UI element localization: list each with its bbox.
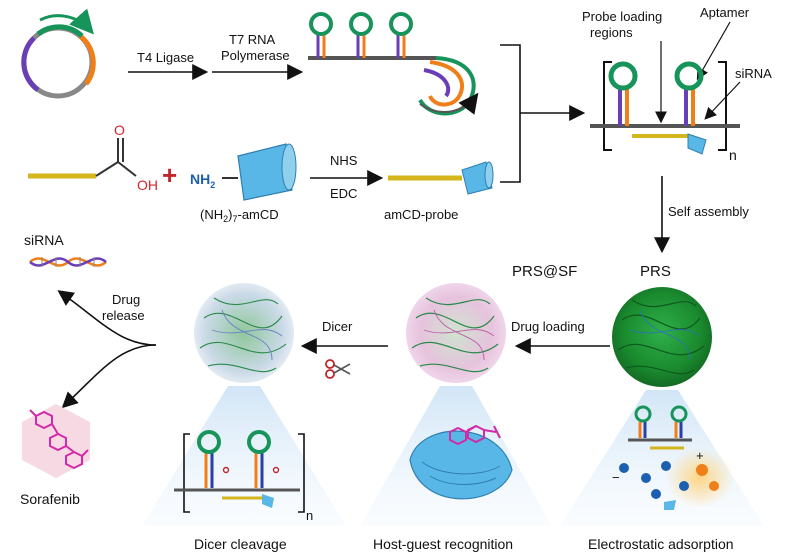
t7-label-line2: Polymerase [221, 48, 290, 63]
cyclodextrin-icon [237, 143, 293, 201]
svg-text:−: − [612, 470, 620, 485]
self-assembly-label: Self assembly [668, 204, 749, 219]
caption-electrostatic: Electrostatic adsorption [588, 536, 734, 552]
nh2-label: NH2 [190, 171, 215, 190]
prs-sf-label: PRS@SF [512, 263, 577, 280]
carbonyl-o-label: O [114, 122, 125, 138]
aptamer-label: Aptamer [700, 5, 750, 20]
release-arrow-sorafenib [61, 344, 157, 409]
sorafenib-label: Sorafenib [20, 491, 80, 507]
t7-label-line1: T7 RNA [229, 32, 276, 47]
aptamer-pointer [696, 21, 731, 81]
inset-n: n [306, 508, 313, 523]
released-particle [194, 283, 294, 383]
prs-particle [612, 287, 712, 387]
svg-text:+: + [696, 448, 704, 463]
t4-ligase-label: T4 Ligase [137, 50, 194, 65]
amcd-probe-icon [388, 161, 494, 195]
edc-label: EDC [330, 186, 357, 201]
host-guest-inset [409, 424, 513, 500]
probe-loading-label-line2: regions [590, 25, 633, 40]
beam-electrostatic [560, 390, 764, 526]
join-bracket [500, 44, 521, 183]
sorafenib-guest-icon [449, 424, 501, 446]
repeat-unit: Probe loading regions Aptamer siRNA n [582, 5, 772, 163]
drug-release-label-line2: release [102, 308, 145, 323]
electrostatic-inset: − + [612, 405, 734, 510]
sorafenib-molecule-icon [29, 409, 89, 470]
drug-release-label-line1: Drug [112, 292, 140, 307]
prs-label: PRS [640, 263, 671, 280]
amcd-molecule: NH2 (NH2)7-amCD [190, 143, 297, 224]
sirna-product-label: siRNA [24, 232, 64, 248]
sirna-pointer [704, 81, 741, 120]
nhs-label: NHS [330, 153, 358, 168]
dicer-label: Dicer [322, 319, 353, 334]
amcd-probe-label: amCD-probe [384, 207, 458, 222]
scissors-icon [325, 359, 351, 379]
plus-sign: + [162, 160, 177, 190]
beam-dicer [142, 386, 346, 526]
acid-molecule: O OH [28, 122, 158, 193]
sirna-helix-icon [29, 257, 107, 267]
repeat-n: n [729, 147, 737, 163]
caption-dicer-cleavage: Dicer cleavage [194, 536, 287, 552]
caption-host-guest: Host-guest recognition [373, 536, 513, 552]
release-arrow-sirna [57, 290, 157, 346]
sirna-label-top: siRNA [735, 66, 772, 81]
hydroxyl-label: OH [137, 177, 158, 193]
dicer-cleavage-inset: n [174, 430, 313, 523]
circular-template-icon [21, 8, 96, 99]
sorafenib-hexagon [22, 404, 90, 478]
prs-sf-particle [406, 283, 506, 383]
rca-product-icon [308, 12, 479, 116]
drug-loading-label: Drug loading [511, 319, 585, 334]
probe-loading-label-line1: Probe loading [582, 9, 662, 24]
amcd-label: (NH2)7-amCD [200, 207, 279, 224]
